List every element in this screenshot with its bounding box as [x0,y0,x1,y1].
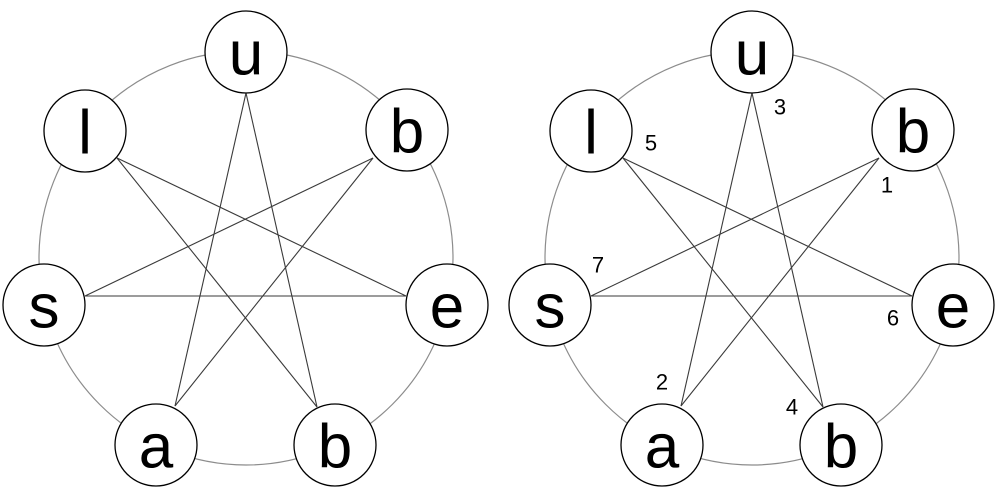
node-l: l [43,89,127,173]
node-circle [710,10,794,94]
node-circle [620,403,704,487]
node-b1: b [871,88,955,172]
node-label: l [584,99,598,168]
node-b2: b [799,403,883,487]
node-label: b [824,413,858,482]
order-number: 6 [887,306,899,331]
order-number: 7 [592,253,604,278]
node-s: s [508,263,592,347]
node-label: e [430,273,464,342]
node-circle [871,88,955,172]
node-a: a [114,403,198,487]
node-label: a [645,413,680,482]
node-e: e [911,263,995,347]
edge-l-e [622,157,913,297]
node-label: u [229,20,263,89]
node-l: l [549,89,633,173]
node-label: a [139,413,174,482]
edge-l-b2 [116,157,318,408]
node-e: e [405,263,489,347]
node-u: u [710,10,794,94]
order-number: 5 [645,131,657,156]
edge-u-a [680,92,753,407]
edge-b1-a [174,157,374,407]
node-circle [549,89,633,173]
order-number: 1 [881,173,893,198]
order-number: 3 [774,95,786,120]
node-circle [365,88,449,172]
node-b1: b [365,88,449,172]
edge-l-b2 [622,157,824,408]
node-label: b [318,413,352,482]
node-s: s [2,263,86,347]
edge-l-e [116,157,407,297]
order-number: 2 [656,370,668,395]
node-circle [508,263,592,347]
order-number: 4 [786,395,798,420]
node-label: l [78,99,92,168]
node-circle [293,403,377,487]
node-a: a [620,403,704,487]
edge-u-b2 [751,92,824,408]
node-label: b [896,98,930,167]
node-circle [43,89,127,173]
node-circle [799,403,883,487]
node-label: e [936,273,970,342]
edge-u-a [174,92,247,407]
node-u: u [204,10,288,94]
node-label: s [535,273,566,342]
node-label: u [735,20,769,89]
node-label: s [29,273,60,342]
node-circle [204,10,288,94]
left-diagram: u b e b a s l [2,10,489,487]
node-circle [2,263,86,347]
node-circle [405,263,489,347]
node-circle [911,263,995,347]
edge-b1-a [680,157,880,407]
edge-u-b2 [245,92,318,408]
node-label: b [390,98,424,167]
edge-b1-s [84,157,374,297]
right-diagram: u b e b a s l 1 2 3 4 5 6 7 [508,10,995,487]
node-circle [114,403,198,487]
edge-b1-s [590,157,880,297]
node-b2: b [293,403,377,487]
